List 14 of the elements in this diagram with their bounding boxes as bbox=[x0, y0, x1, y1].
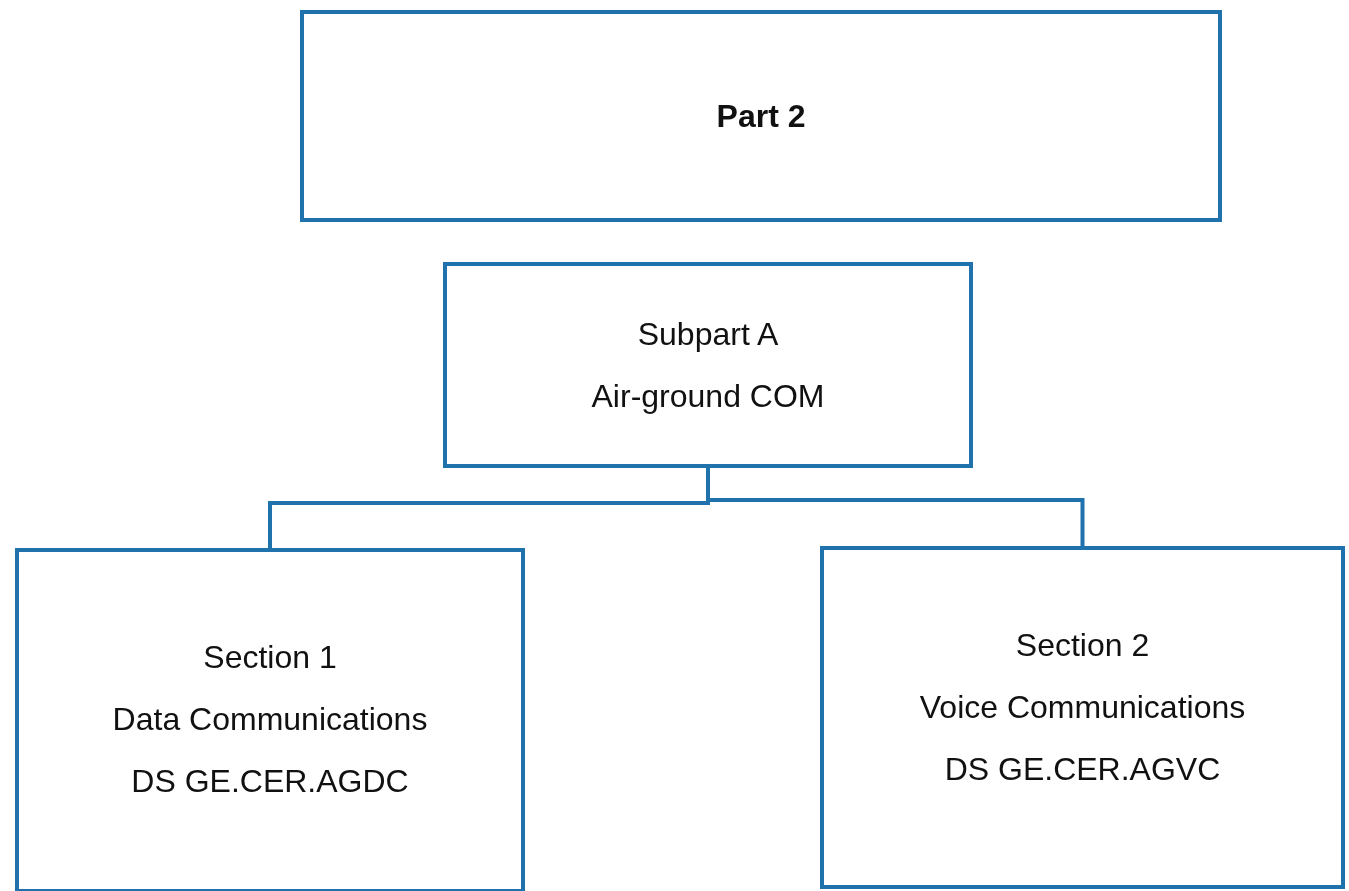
box-text: Section 1 bbox=[203, 638, 337, 677]
connector-line bbox=[706, 468, 1085, 546]
box-text: Air-ground COM bbox=[591, 377, 825, 416]
box-text: Section 2 bbox=[1015, 626, 1150, 665]
box-text: DS GE.CER.AGDC bbox=[131, 762, 409, 801]
box-text: Subpart A bbox=[637, 315, 779, 354]
box-text: Data Communications bbox=[112, 700, 428, 739]
box-text: Part 2 bbox=[716, 97, 806, 136]
section-box bbox=[820, 546, 1345, 889]
box-text: DS GE.CER.AGVC bbox=[944, 750, 1221, 789]
section-box bbox=[443, 262, 973, 468]
box-text: Voice Communications bbox=[919, 688, 1246, 727]
section-box bbox=[15, 548, 525, 891]
section-box bbox=[300, 10, 1222, 222]
